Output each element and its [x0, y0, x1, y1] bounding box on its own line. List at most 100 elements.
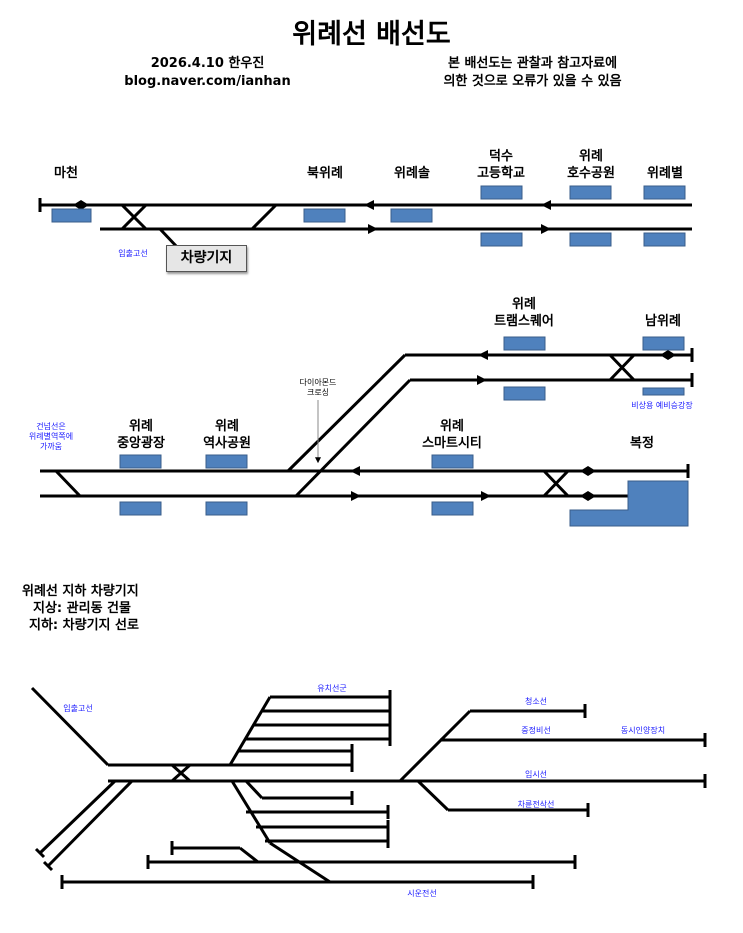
arrow-left — [350, 466, 360, 476]
label-storage-sidings: 유치선군 — [317, 684, 347, 693]
arrow-left — [364, 200, 374, 210]
platform-bukwirye — [303, 208, 346, 223]
station-smart-line-1: 위례 — [440, 419, 464, 434]
right-fan — [398, 709, 472, 783]
arrow-right — [477, 375, 487, 385]
platform-machon — [51, 208, 92, 223]
platform-emergency — [642, 387, 685, 396]
transfer-note-3: 가까움 — [39, 442, 63, 451]
section-2-arrows — [350, 350, 676, 501]
depot-info-title: 위례선 지하 차량기지 — [22, 584, 139, 599]
arrow-right — [481, 491, 491, 501]
label-cleaning-track: 청소선 — [524, 697, 548, 706]
crossover-x2 — [608, 353, 636, 382]
diamond-label-1: 다이아몬드 — [299, 378, 337, 387]
crossover-b — [171, 763, 191, 783]
station-trams-line-2: 트램스퀘어 — [494, 314, 554, 329]
buffer-stop — [42, 860, 54, 872]
platform-wiryebyeol-down — [643, 232, 686, 247]
station-yeoksa-line-2: 역사공원 — [203, 436, 251, 451]
branch-upper — [286, 353, 407, 473]
disclaimer-line-2: 의한 것으로 오류가 있을 수 있음 — [443, 74, 622, 89]
arrow-right — [541, 224, 551, 234]
label-test-track: 시운전선 — [407, 889, 437, 898]
platform-trams-up — [503, 336, 546, 351]
buffer-stop — [34, 847, 46, 859]
lower-fan-a — [244, 779, 264, 800]
platform-smart-up — [431, 454, 474, 469]
label-temporary-track: 임시선 — [524, 770, 548, 779]
platform-wiryesol — [390, 208, 433, 223]
section-1-platforms — [51, 185, 686, 247]
lead-b — [46, 779, 134, 868]
diamond-label-2: 크로싱 — [306, 388, 330, 397]
station-yeoksa-line-1: 위례 — [215, 419, 239, 434]
bumper-marker — [660, 350, 676, 360]
entry-line — [30, 686, 110, 767]
station-jungang-line-1: 위례 — [129, 419, 153, 434]
disclaimer-line-1: 본 배선도는 관찰과 참고자료에 — [447, 56, 618, 71]
station-deoksu-line-1: 덕수 — [489, 149, 513, 164]
crossover-c — [250, 203, 278, 231]
depot-box: 차량기지 — [166, 245, 247, 272]
platform-yeoksa-up — [205, 454, 248, 469]
author-date: 2026.4.10 한우진 — [150, 56, 265, 71]
crossover-x4 — [542, 469, 570, 498]
label-wheel-lift: 동시인양장치 — [620, 726, 666, 735]
entry-line-label: 입출고선 — [118, 249, 148, 258]
label-entry-line: 입출고선 — [63, 704, 93, 713]
platform-deoksu-down — [480, 232, 523, 247]
emergency-platform-label: 비상용 예비승강장 — [631, 401, 693, 410]
station-machon: 마천 — [54, 166, 78, 181]
lathe-link — [416, 779, 450, 812]
platform-yeoksa-down — [205, 501, 248, 516]
station-deoksu-line-2: 고등학교 — [477, 166, 525, 181]
crossover-b — [120, 203, 148, 231]
depot-info-underground: 지하: 차량기지 선로 — [29, 618, 139, 633]
page-title: 위례선 배선도 — [292, 19, 451, 50]
storage-fan — [228, 696, 272, 766]
station-wiryebyeol: 위례별 — [647, 166, 683, 181]
station-smart-line-2: 스마트시티 — [422, 436, 482, 451]
arrow-right — [351, 491, 361, 501]
station-jungang-line-2: 중앙광장 — [117, 436, 165, 451]
bumper-marker — [73, 200, 89, 210]
depot-info-ground: 지상: 관리동 건물 — [33, 601, 131, 616]
station-hosu-line-1: 위례 — [579, 149, 603, 164]
platform-trams-down — [503, 386, 546, 401]
depot-spur — [158, 227, 180, 250]
crossover — [54, 469, 82, 498]
section-2-platforms — [119, 336, 689, 527]
arrow-left — [478, 350, 488, 360]
branch-lower — [294, 378, 412, 498]
bumper-marker — [580, 466, 596, 476]
platform-jungang-down — [119, 501, 162, 516]
label-inspection-track: 중정비선 — [521, 726, 551, 735]
lead-a — [38, 779, 117, 855]
station-hosu-line-2: 호수공원 — [567, 166, 615, 181]
station-namwirye: 남위례 — [645, 314, 681, 329]
platform-smart-down — [431, 501, 474, 516]
station-trams-line-1: 위례 — [512, 297, 536, 312]
station-bukwirye: 북위례 — [307, 166, 343, 181]
label-wheel-lathe-track: 차륜전삭선 — [517, 800, 555, 809]
transfer-note-1: 건넘선은 — [36, 422, 66, 431]
platform-hosu-down — [569, 232, 612, 247]
platform-deoksu-up — [480, 185, 523, 200]
arrow-left — [541, 200, 551, 210]
test-link — [269, 841, 331, 884]
platform-namwirye — [642, 336, 685, 351]
bumper-marker — [580, 491, 596, 501]
platform-wiryebyeol-up — [643, 185, 686, 200]
platform-bokjeong — [569, 480, 689, 527]
arrow-right — [368, 224, 378, 234]
station-bokjeong: 복정 — [630, 436, 654, 451]
platform-hosu-up — [569, 185, 612, 200]
section-1-arrows — [73, 200, 551, 234]
blog-url: blog.naver.com/ianhan — [124, 74, 291, 89]
platform-jungang-up — [119, 454, 162, 469]
station-wiryesol: 위례솔 — [394, 166, 430, 181]
spur-link — [239, 846, 259, 864]
transfer-note-2: 위례별역쪽에 — [28, 432, 74, 441]
